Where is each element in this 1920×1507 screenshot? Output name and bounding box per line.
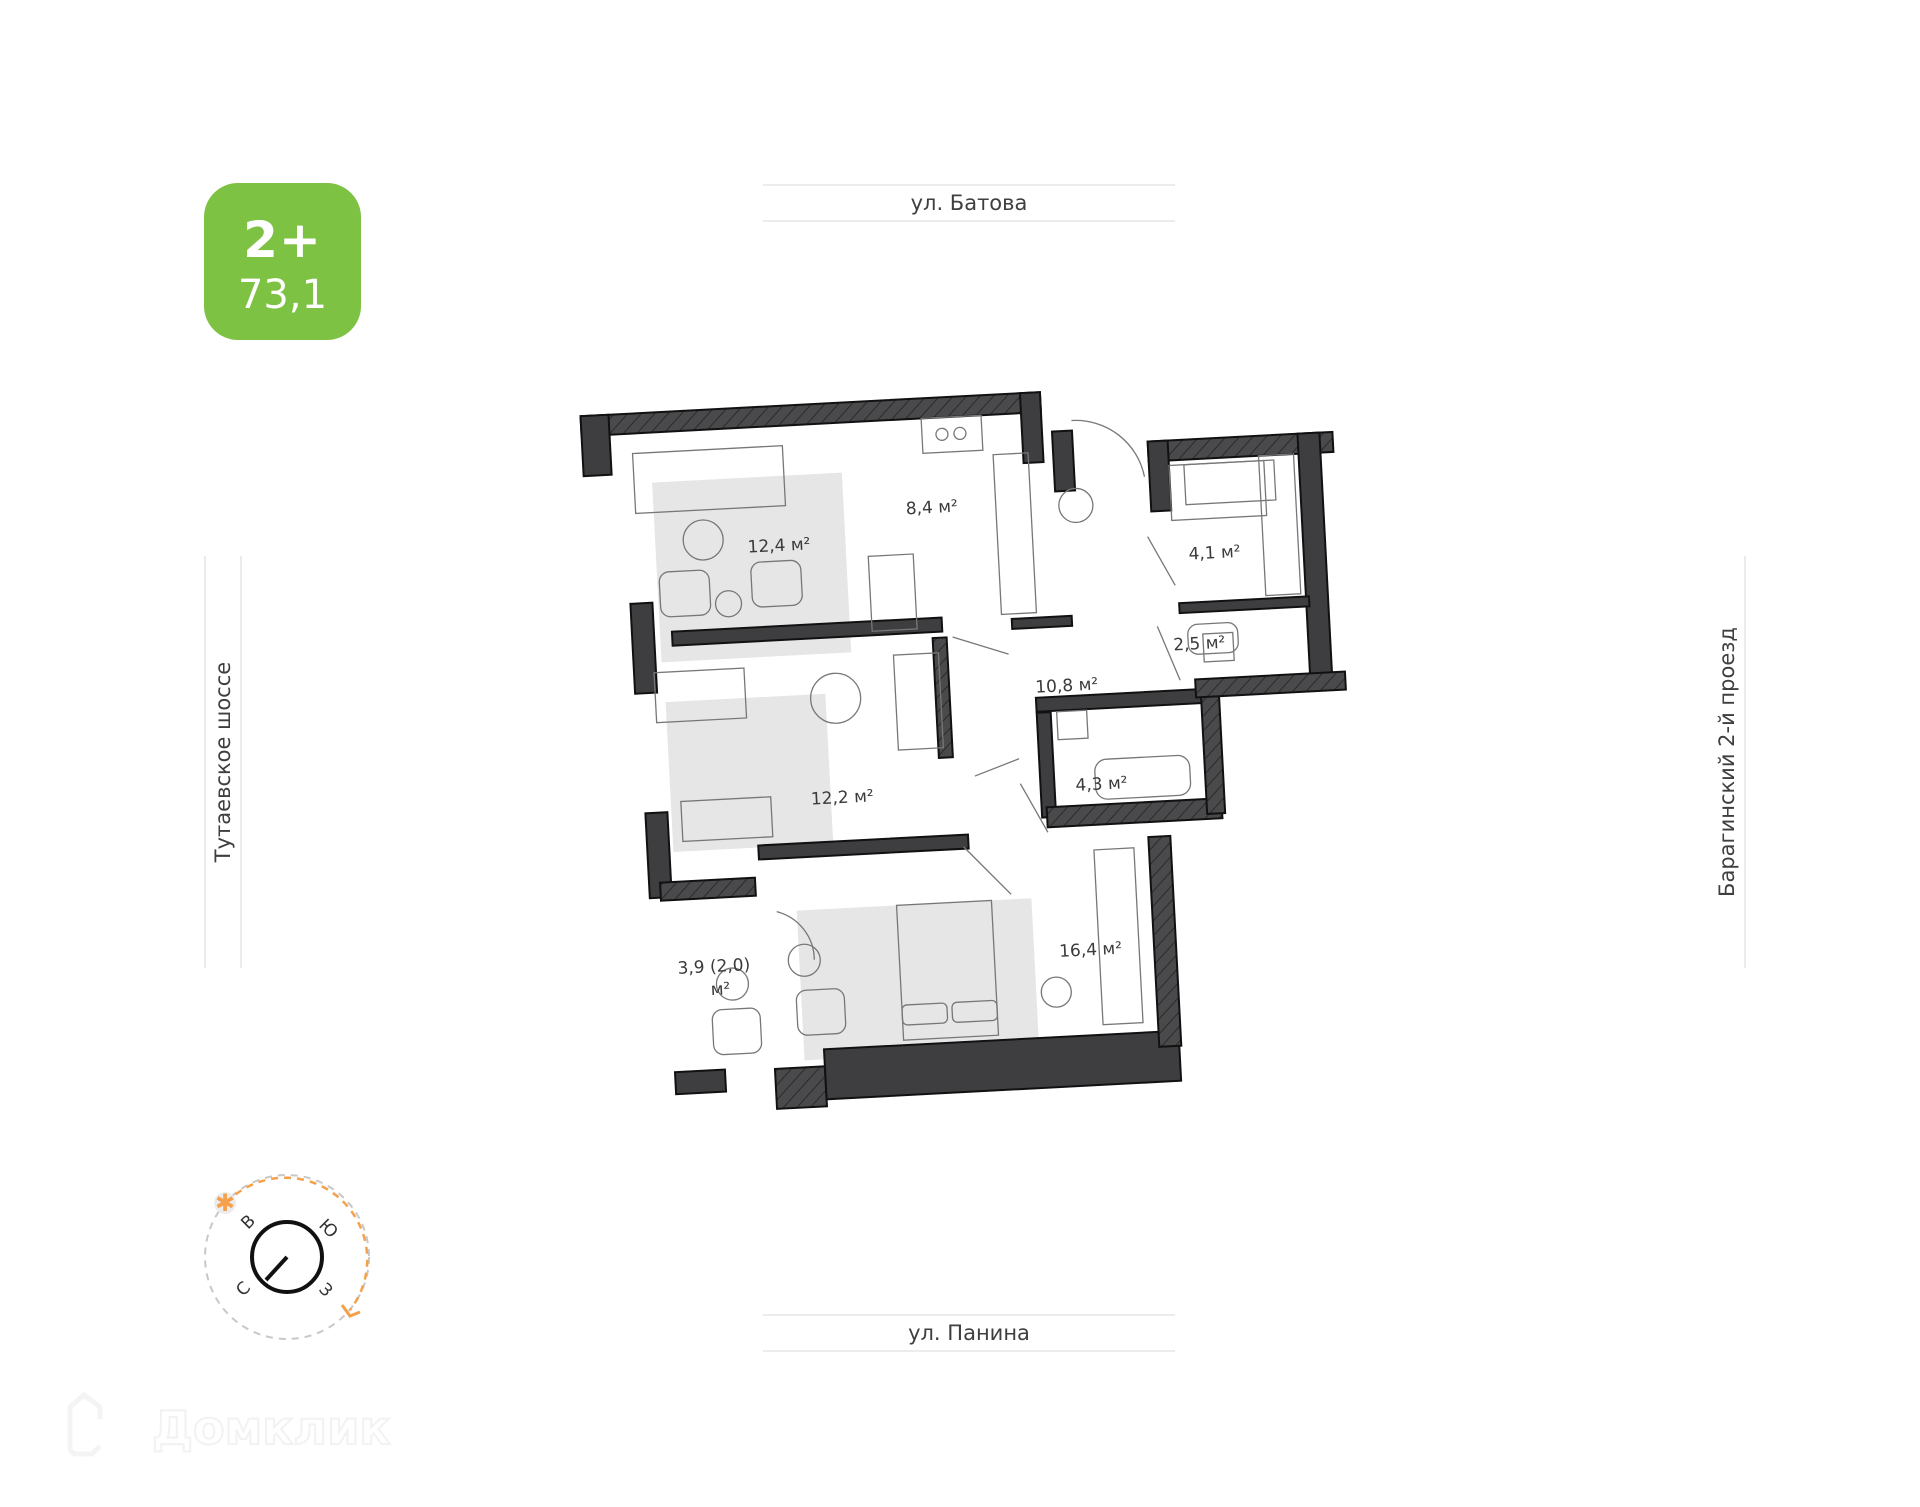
room-area-wardrobe: 4,1 м²: [1188, 542, 1241, 565]
room-area-balcony: 3,9 (2,0): [677, 955, 751, 979]
room-area-main-bedroom: 16,4 м²: [1059, 939, 1123, 962]
compass-track: [204, 1174, 370, 1340]
street-right: Барагинский 2-й проезд: [1710, 556, 1746, 968]
compass-needle: [264, 1255, 289, 1282]
compass: ✱ В Ю С З: [204, 1174, 370, 1340]
furniture: [631, 414, 1302, 1056]
room-count: 2+: [243, 211, 322, 269]
total-area: 73,1: [237, 272, 328, 318]
apartment-badge: 2+ 73,1: [204, 183, 361, 340]
sun-path-arrow-icon: [340, 1304, 361, 1318]
bedroom-rug: [665, 693, 834, 852]
street-bottom-label: ул. Панина: [908, 1321, 1030, 1345]
sun-path-arc: [225, 1176, 369, 1311]
domclick-watermark: Домклик: [67, 1392, 392, 1457]
room-area-small-bedroom: 12,2 м²: [810, 786, 874, 809]
room-area-kitchen: 8,4 м²: [905, 497, 958, 520]
street-bottom: ул. Панина: [763, 1314, 1175, 1352]
compass-letter-east: В: [237, 1211, 259, 1233]
compass-letter-west: З: [314, 1279, 336, 1301]
sun-icon: ✱: [215, 1189, 235, 1217]
compass-letter-north: С: [232, 1278, 255, 1301]
main-bedroom-rug: [796, 898, 1040, 1061]
room-area-living: 12,4 м²: [747, 534, 811, 557]
watermark-text: Домклик: [152, 1401, 391, 1455]
room-area-bathroom: 4,3 м²: [1075, 773, 1128, 796]
walls: [579, 391, 1347, 1110]
street-top-label: ул. Батова: [910, 191, 1028, 215]
room-area-balcony-unit: м²: [710, 979, 731, 1000]
street-left: Тутаевское шоссе: [204, 556, 242, 968]
house-logo-icon: [67, 1392, 103, 1457]
room-area-toilet: 2,5 м²: [1173, 633, 1226, 656]
street-top: ул. Батова: [763, 184, 1175, 222]
room-area-hallway: 10,8 м²: [1035, 675, 1099, 698]
compass-dial: [250, 1220, 324, 1294]
